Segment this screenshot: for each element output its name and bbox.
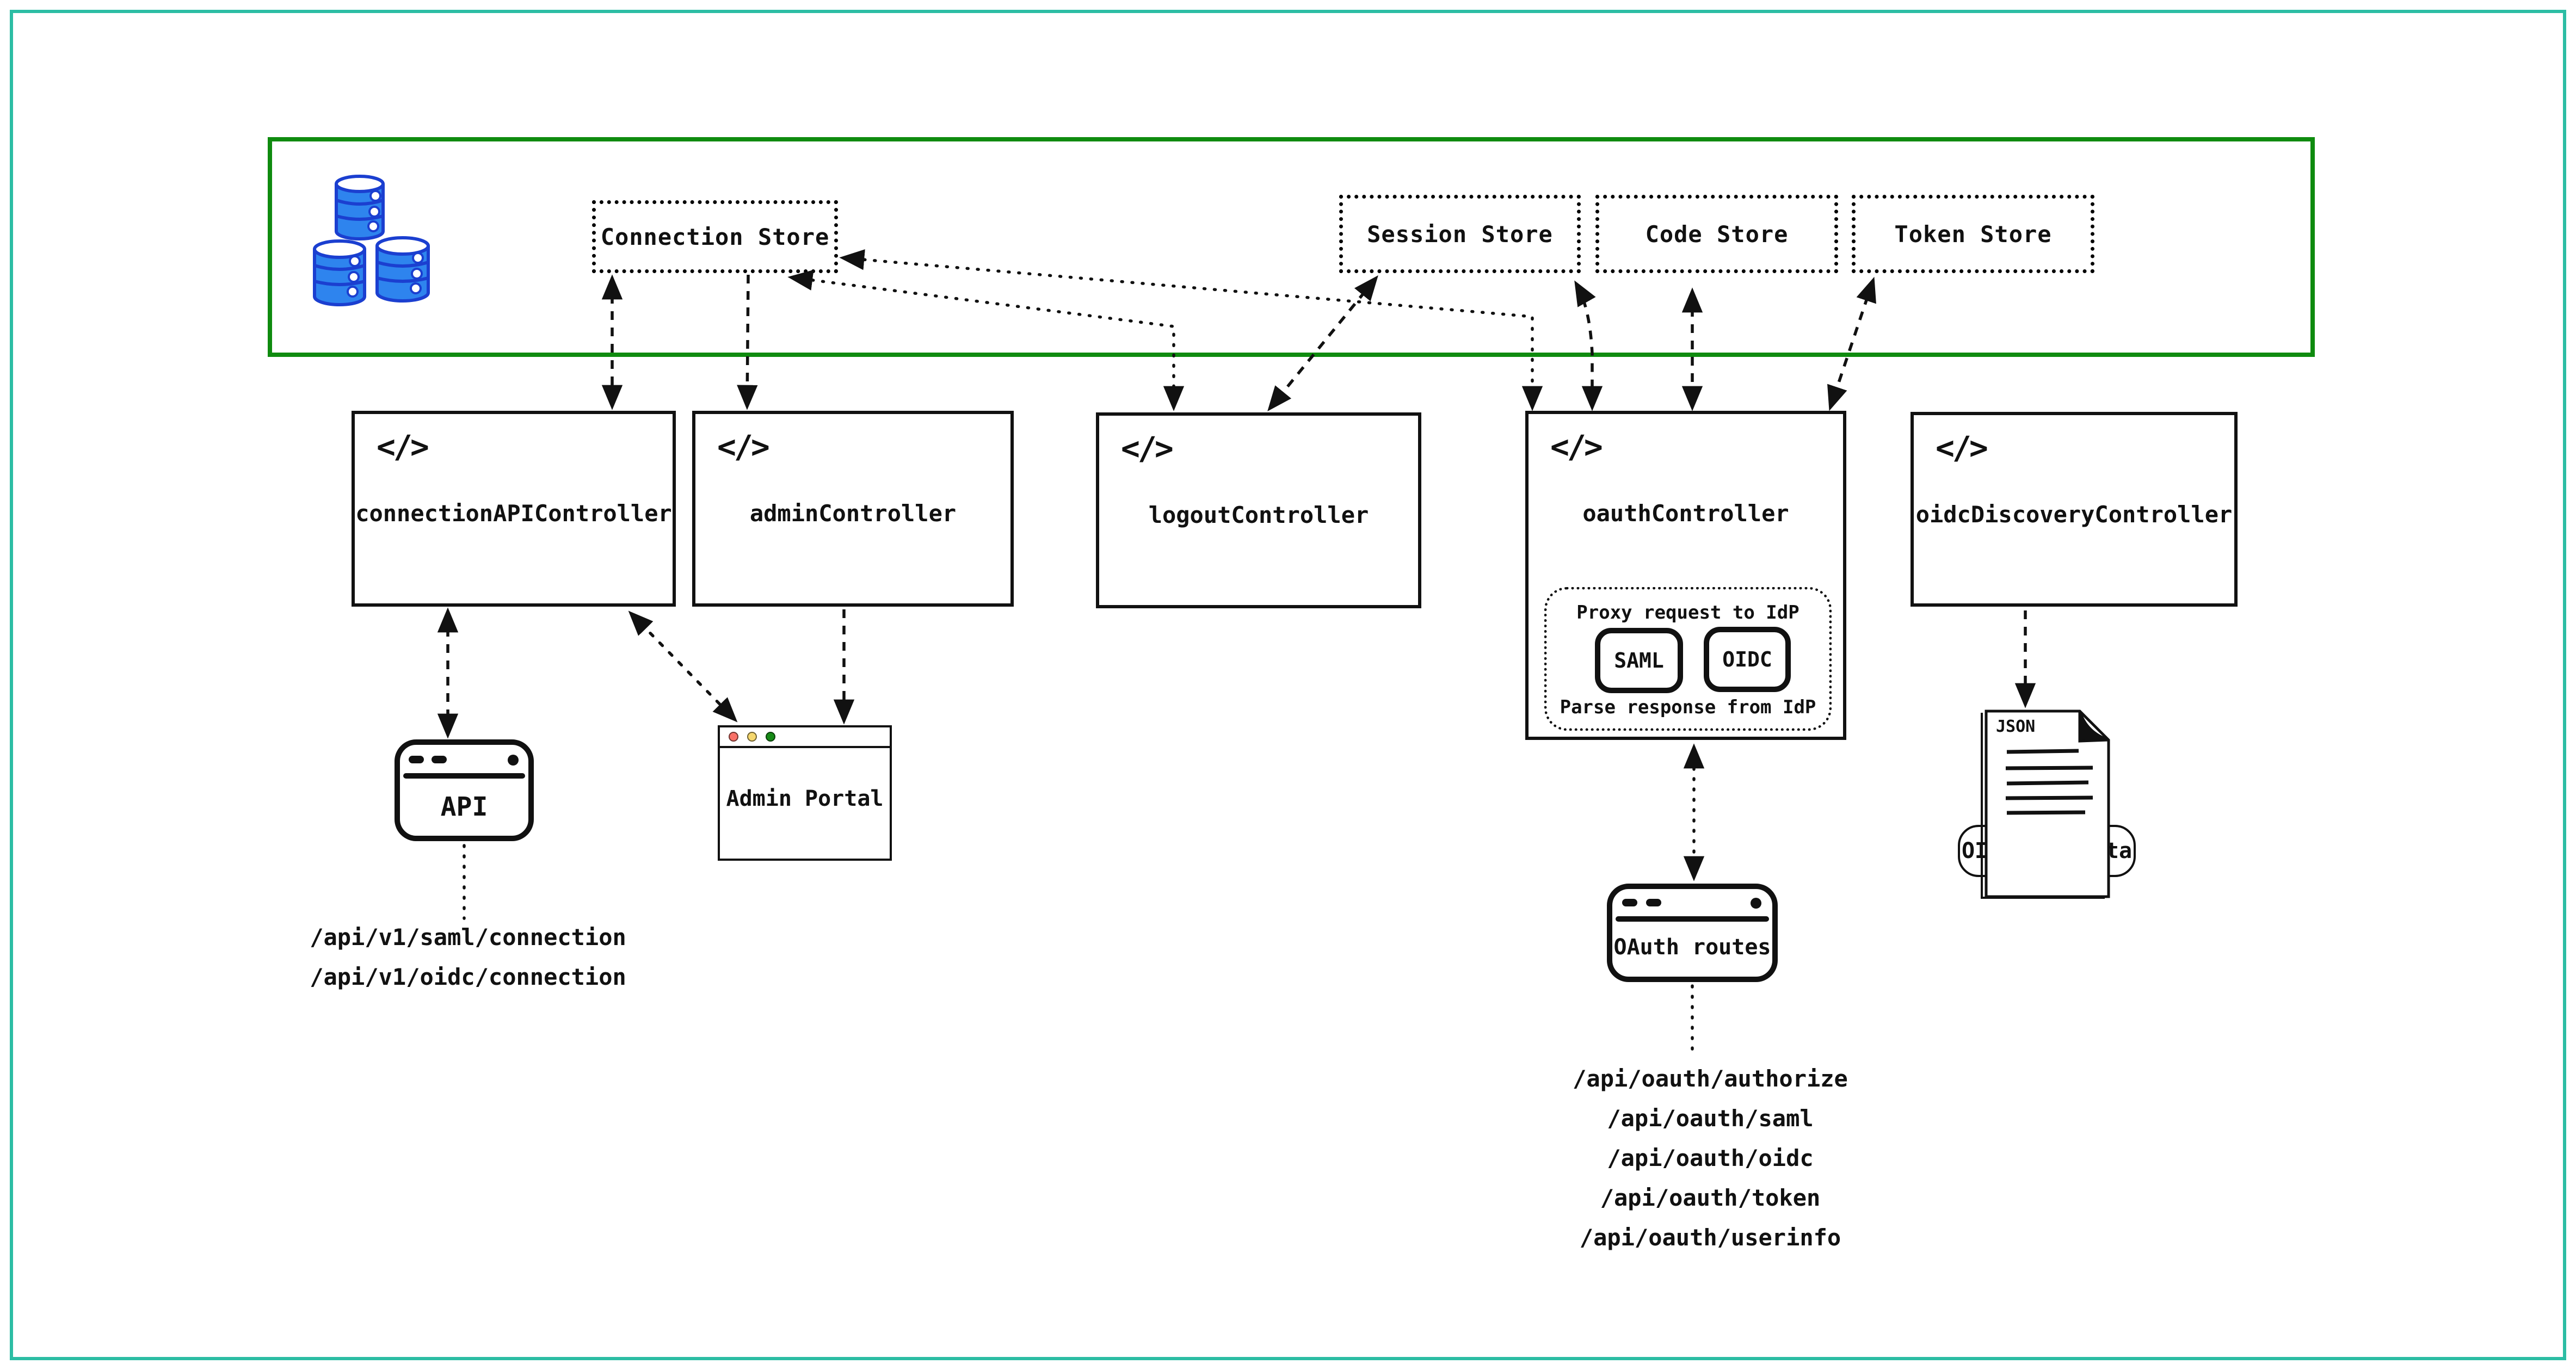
admin-portal-label: Admin Portal	[726, 786, 884, 811]
endpoint-item: /api/oauth/token	[1600, 1184, 1821, 1211]
token-store-box: Token Store	[1852, 195, 2094, 273]
controller-label: oidcDiscoveryController	[1915, 501, 2233, 528]
controller-label: logoutController	[1148, 502, 1369, 528]
endpoint-item: /api/v1/oidc/connection	[310, 964, 626, 990]
oidc-metadata-label-band: OIDC Metadata	[1958, 825, 2136, 877]
parse-response-label: Parse response from IdP	[1560, 696, 1816, 718]
controller-label: adminController	[749, 500, 957, 527]
window-bar	[1616, 916, 1769, 922]
connection-store-label: Connection Store	[600, 223, 830, 250]
admin-controller-box: </> adminController	[692, 411, 1014, 607]
close-light-icon	[729, 732, 738, 742]
saml-label: SAML	[1614, 649, 1664, 672]
code-store-label: Code Store	[1645, 220, 1789, 248]
endpoint-item: /api/v1/saml/connection	[310, 924, 626, 951]
oauth-routes-window-icon: OAuth routes	[1607, 884, 1778, 982]
proxy-request-label: Proxy request to IdP	[1576, 602, 1799, 624]
window-bar	[403, 773, 525, 779]
code-icon: </>	[1121, 430, 1174, 467]
connection-store-box: Connection Store	[592, 200, 838, 273]
endpoint-item: /api/oauth/authorize	[1573, 1065, 1848, 1092]
idp-proxy-box: Proxy request to IdP SAML OIDC Parse res…	[1544, 587, 1832, 731]
oauth-endpoints-list: /api/oauth/authorize /api/oauth/saml /ap…	[1547, 1065, 1874, 1264]
controller-label: connectionAPIController	[355, 500, 672, 527]
minimize-light-icon	[747, 732, 757, 742]
api-window-label: API	[440, 792, 488, 822]
oauth-controller-box: </> oauthController Proxy request to IdP…	[1525, 411, 1846, 740]
oidc-label: OIDC	[1722, 647, 1772, 671]
endpoint-item: /api/oauth/userinfo	[1579, 1224, 1841, 1251]
api-window-icon: API	[395, 739, 534, 841]
page-border	[10, 10, 2566, 1360]
window-dash-icon	[1646, 899, 1661, 906]
saml-protocol-box: SAML	[1595, 628, 1683, 693]
oidc-metadata-label: OIDC Metadata	[1961, 838, 2133, 863]
oidc-protocol-box: OIDC	[1704, 627, 1791, 692]
code-store-box: Code Store	[1595, 195, 1838, 273]
browser-titlebar	[720, 727, 890, 748]
session-store-box: Session Store	[1339, 195, 1581, 273]
token-store-label: Token Store	[1894, 220, 2052, 248]
connection-api-controller-box: </> connectionAPIController	[352, 411, 676, 607]
connection-endpoints-list: /api/v1/saml/connection /api/v1/oidc/con…	[305, 924, 631, 1003]
zoom-light-icon	[766, 732, 775, 742]
admin-portal-window: Admin Portal	[718, 725, 892, 861]
code-icon: </>	[1550, 428, 1603, 465]
endpoint-item: /api/oauth/saml	[1607, 1105, 1814, 1132]
oauth-routes-label: OAuth routes	[1613, 935, 1771, 960]
session-store-label: Session Store	[1367, 220, 1553, 248]
oidc-discovery-controller-box: </> oidcDiscoveryController	[1911, 412, 2238, 607]
window-dash-icon	[432, 756, 447, 763]
window-dot-icon	[1751, 898, 1761, 909]
window-dash-icon	[409, 756, 424, 763]
code-icon: </>	[717, 428, 770, 465]
code-icon: </>	[377, 428, 429, 465]
window-dot-icon	[508, 755, 519, 766]
controller-label: oauthController	[1582, 500, 1789, 527]
code-icon: </>	[1936, 429, 1988, 466]
window-dash-icon	[1622, 899, 1637, 906]
logout-controller-box: </> logoutController	[1096, 412, 1421, 608]
endpoint-item: /api/oauth/oidc	[1607, 1145, 1814, 1171]
